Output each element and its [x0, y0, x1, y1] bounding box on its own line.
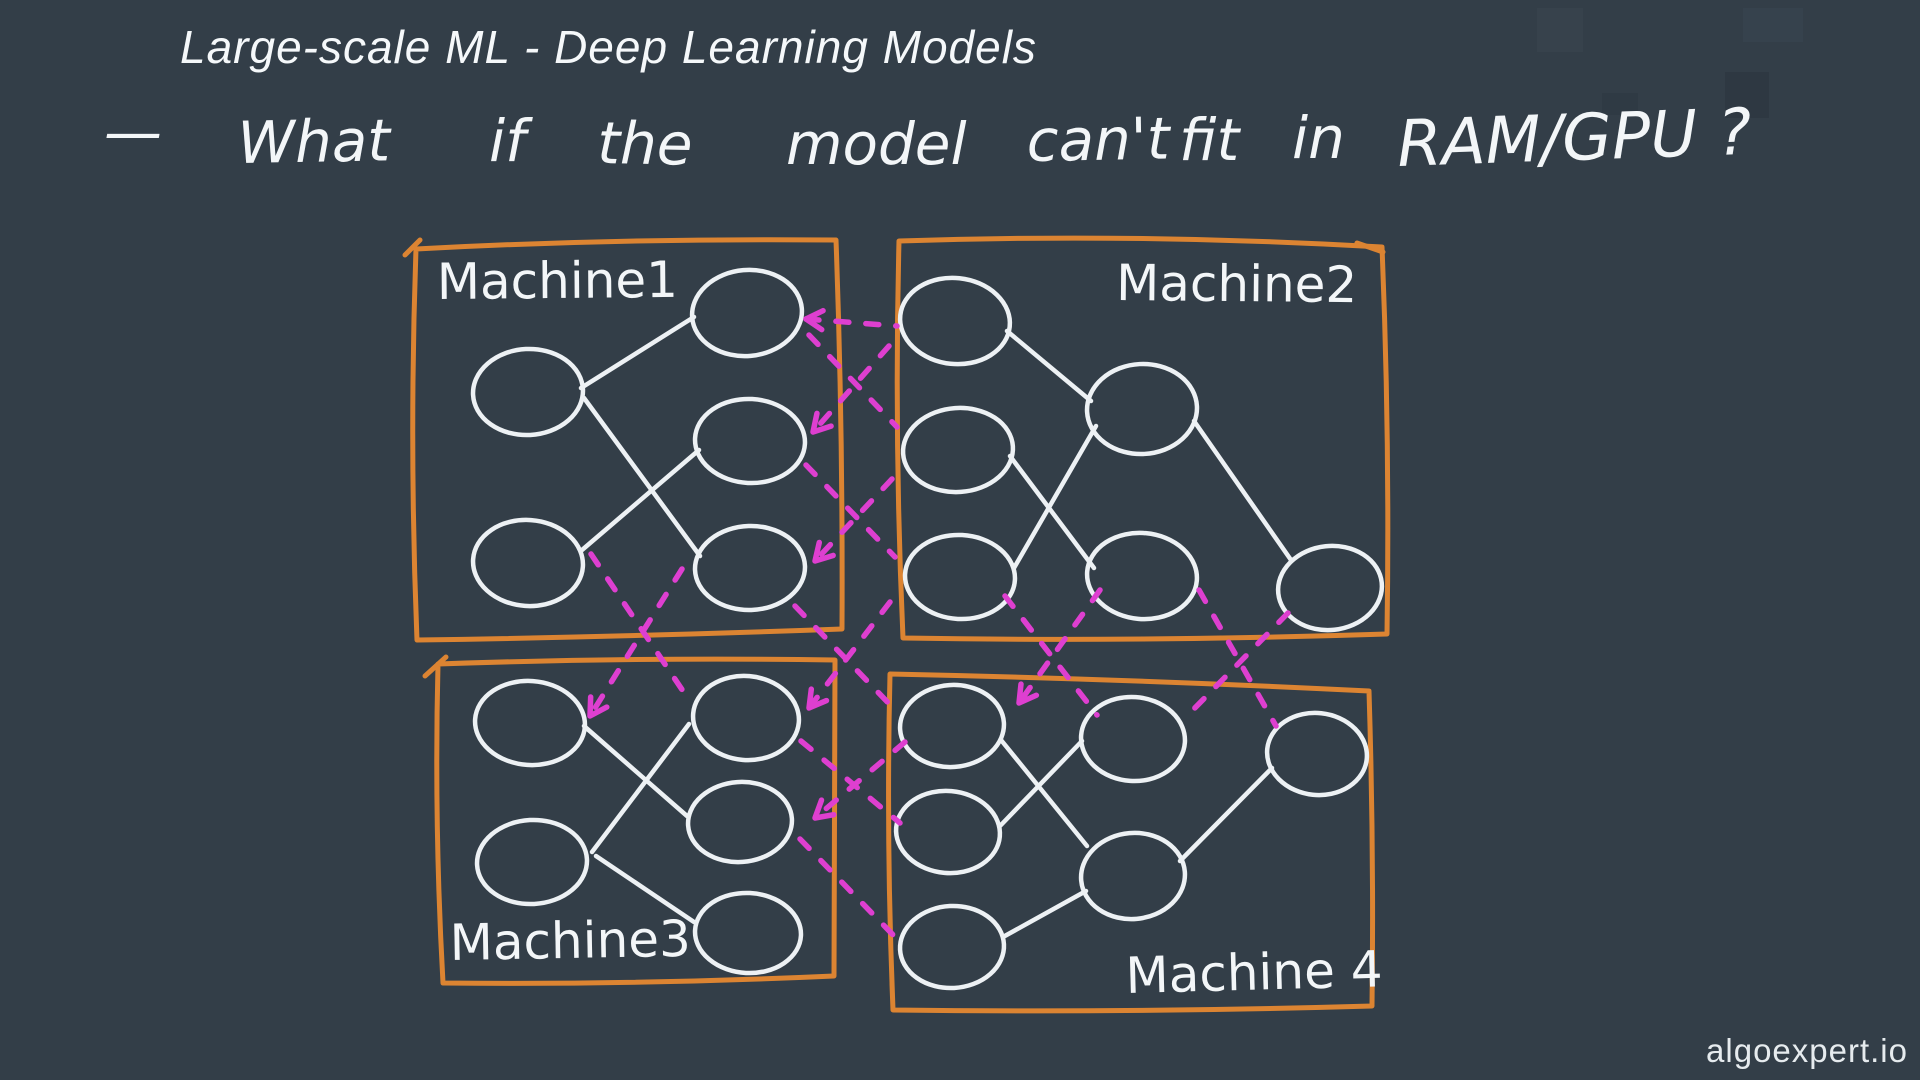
neuron-node — [902, 532, 1018, 622]
question-word: fit — [1179, 106, 1241, 174]
neuron-node — [1078, 694, 1188, 784]
intra-machine-edge — [593, 853, 697, 925]
question-word: the — [597, 109, 693, 179]
neuron-node — [692, 523, 808, 613]
machine-3-label: Machine3 — [449, 910, 691, 972]
question-word: in — [1292, 104, 1345, 172]
cross-machine-edge — [587, 566, 685, 719]
neuron-node — [692, 890, 804, 976]
machine-3-box — [434, 656, 838, 986]
intra-machine-edge — [1007, 453, 1097, 571]
diagram-layer — [402, 8, 1803, 1014]
neuron-node — [692, 396, 808, 486]
cross-machine-edge — [1002, 593, 1100, 718]
intra-machine-edge — [1000, 888, 1089, 940]
neuron-node — [685, 779, 795, 865]
cross-machine-edge — [803, 316, 900, 329]
machine-1-label: Machine1 — [437, 251, 679, 311]
cross-machine-edge — [1016, 587, 1103, 706]
page-title: Large-scale ML - Deep Learning Models — [180, 21, 1037, 73]
cross-machine-edge — [806, 332, 900, 430]
neuron-node — [472, 678, 588, 768]
neuron-node — [897, 275, 1013, 367]
bg-artifact — [1725, 72, 1769, 118]
intra-machine-edge — [581, 395, 703, 559]
question-word: can't — [1026, 104, 1172, 175]
cross-edge-arrowhead — [810, 410, 834, 435]
neuron-node — [1078, 830, 1188, 922]
question-word: model — [786, 110, 967, 178]
neuron-node — [470, 517, 586, 609]
cross-machine-edge — [792, 603, 901, 716]
machine-4-label: Machine 4 — [1125, 940, 1383, 1005]
cross-machine-edge — [1183, 610, 1291, 720]
intra-machine-edge — [1011, 423, 1099, 571]
intra-machine-edge — [1191, 418, 1294, 563]
bg-artifact — [1602, 93, 1638, 115]
cross-machine-edge — [806, 599, 893, 711]
neuron-node — [690, 673, 802, 763]
neuron-node — [897, 903, 1007, 991]
neuron-node — [900, 405, 1016, 495]
neuron-node — [470, 346, 586, 438]
neuron-node — [1275, 543, 1385, 633]
box-corner-stroke — [422, 654, 449, 679]
cross-machine-edge — [798, 738, 903, 826]
intra-machine-edge — [1177, 765, 1275, 864]
neuron-node — [474, 817, 590, 907]
box-corner-stroke — [402, 237, 423, 258]
watermark: algoexpert.io — [1706, 1032, 1908, 1069]
intra-machine-edge — [997, 738, 1085, 829]
machine-2-label: Machine2 — [1116, 254, 1358, 314]
cross-machine-edge — [1196, 587, 1279, 729]
intra-machine-edge — [579, 447, 702, 553]
cross-edge-arrowhead — [1016, 681, 1040, 706]
intra-machine-edge — [581, 723, 690, 819]
neuron-node — [1264, 710, 1370, 798]
machine-4-box — [886, 671, 1376, 1014]
bg-artifact — [1537, 8, 1583, 52]
cross-edge-arrowhead — [812, 797, 837, 821]
box-corner-stroke — [1354, 240, 1386, 255]
cross-machine-edge — [588, 551, 690, 700]
neuron-node — [1084, 530, 1200, 622]
question-word: What — [237, 106, 393, 177]
neuron-node — [897, 682, 1007, 770]
neuron-node — [893, 788, 1003, 876]
cross-edge-arrowhead — [587, 694, 610, 719]
cross-edge-arrowhead — [812, 539, 836, 564]
intra-machine-edge — [578, 314, 697, 391]
bg-artifact — [1743, 8, 1803, 42]
cross-machine-edge — [797, 836, 900, 942]
intra-machine-edge — [1004, 328, 1094, 404]
intra-machine-edge — [998, 737, 1090, 849]
neuron-node — [689, 267, 805, 359]
neuron-node — [1084, 361, 1200, 457]
question-highlight: RAM/GPU ? — [1396, 96, 1753, 182]
cross-edge-arrowhead — [806, 686, 830, 711]
cross-edge-arrowhead — [803, 307, 826, 333]
cross-machine-edge — [810, 343, 892, 435]
cross-machine-edge — [812, 476, 895, 564]
cross-machine-edge — [812, 739, 908, 821]
machine-2-box — [894, 235, 1391, 642]
cross-machine-edge — [803, 462, 898, 560]
intra-machine-edge — [589, 721, 692, 855]
machine-1-box — [410, 237, 845, 643]
bullet-dash: — — [104, 98, 162, 166]
